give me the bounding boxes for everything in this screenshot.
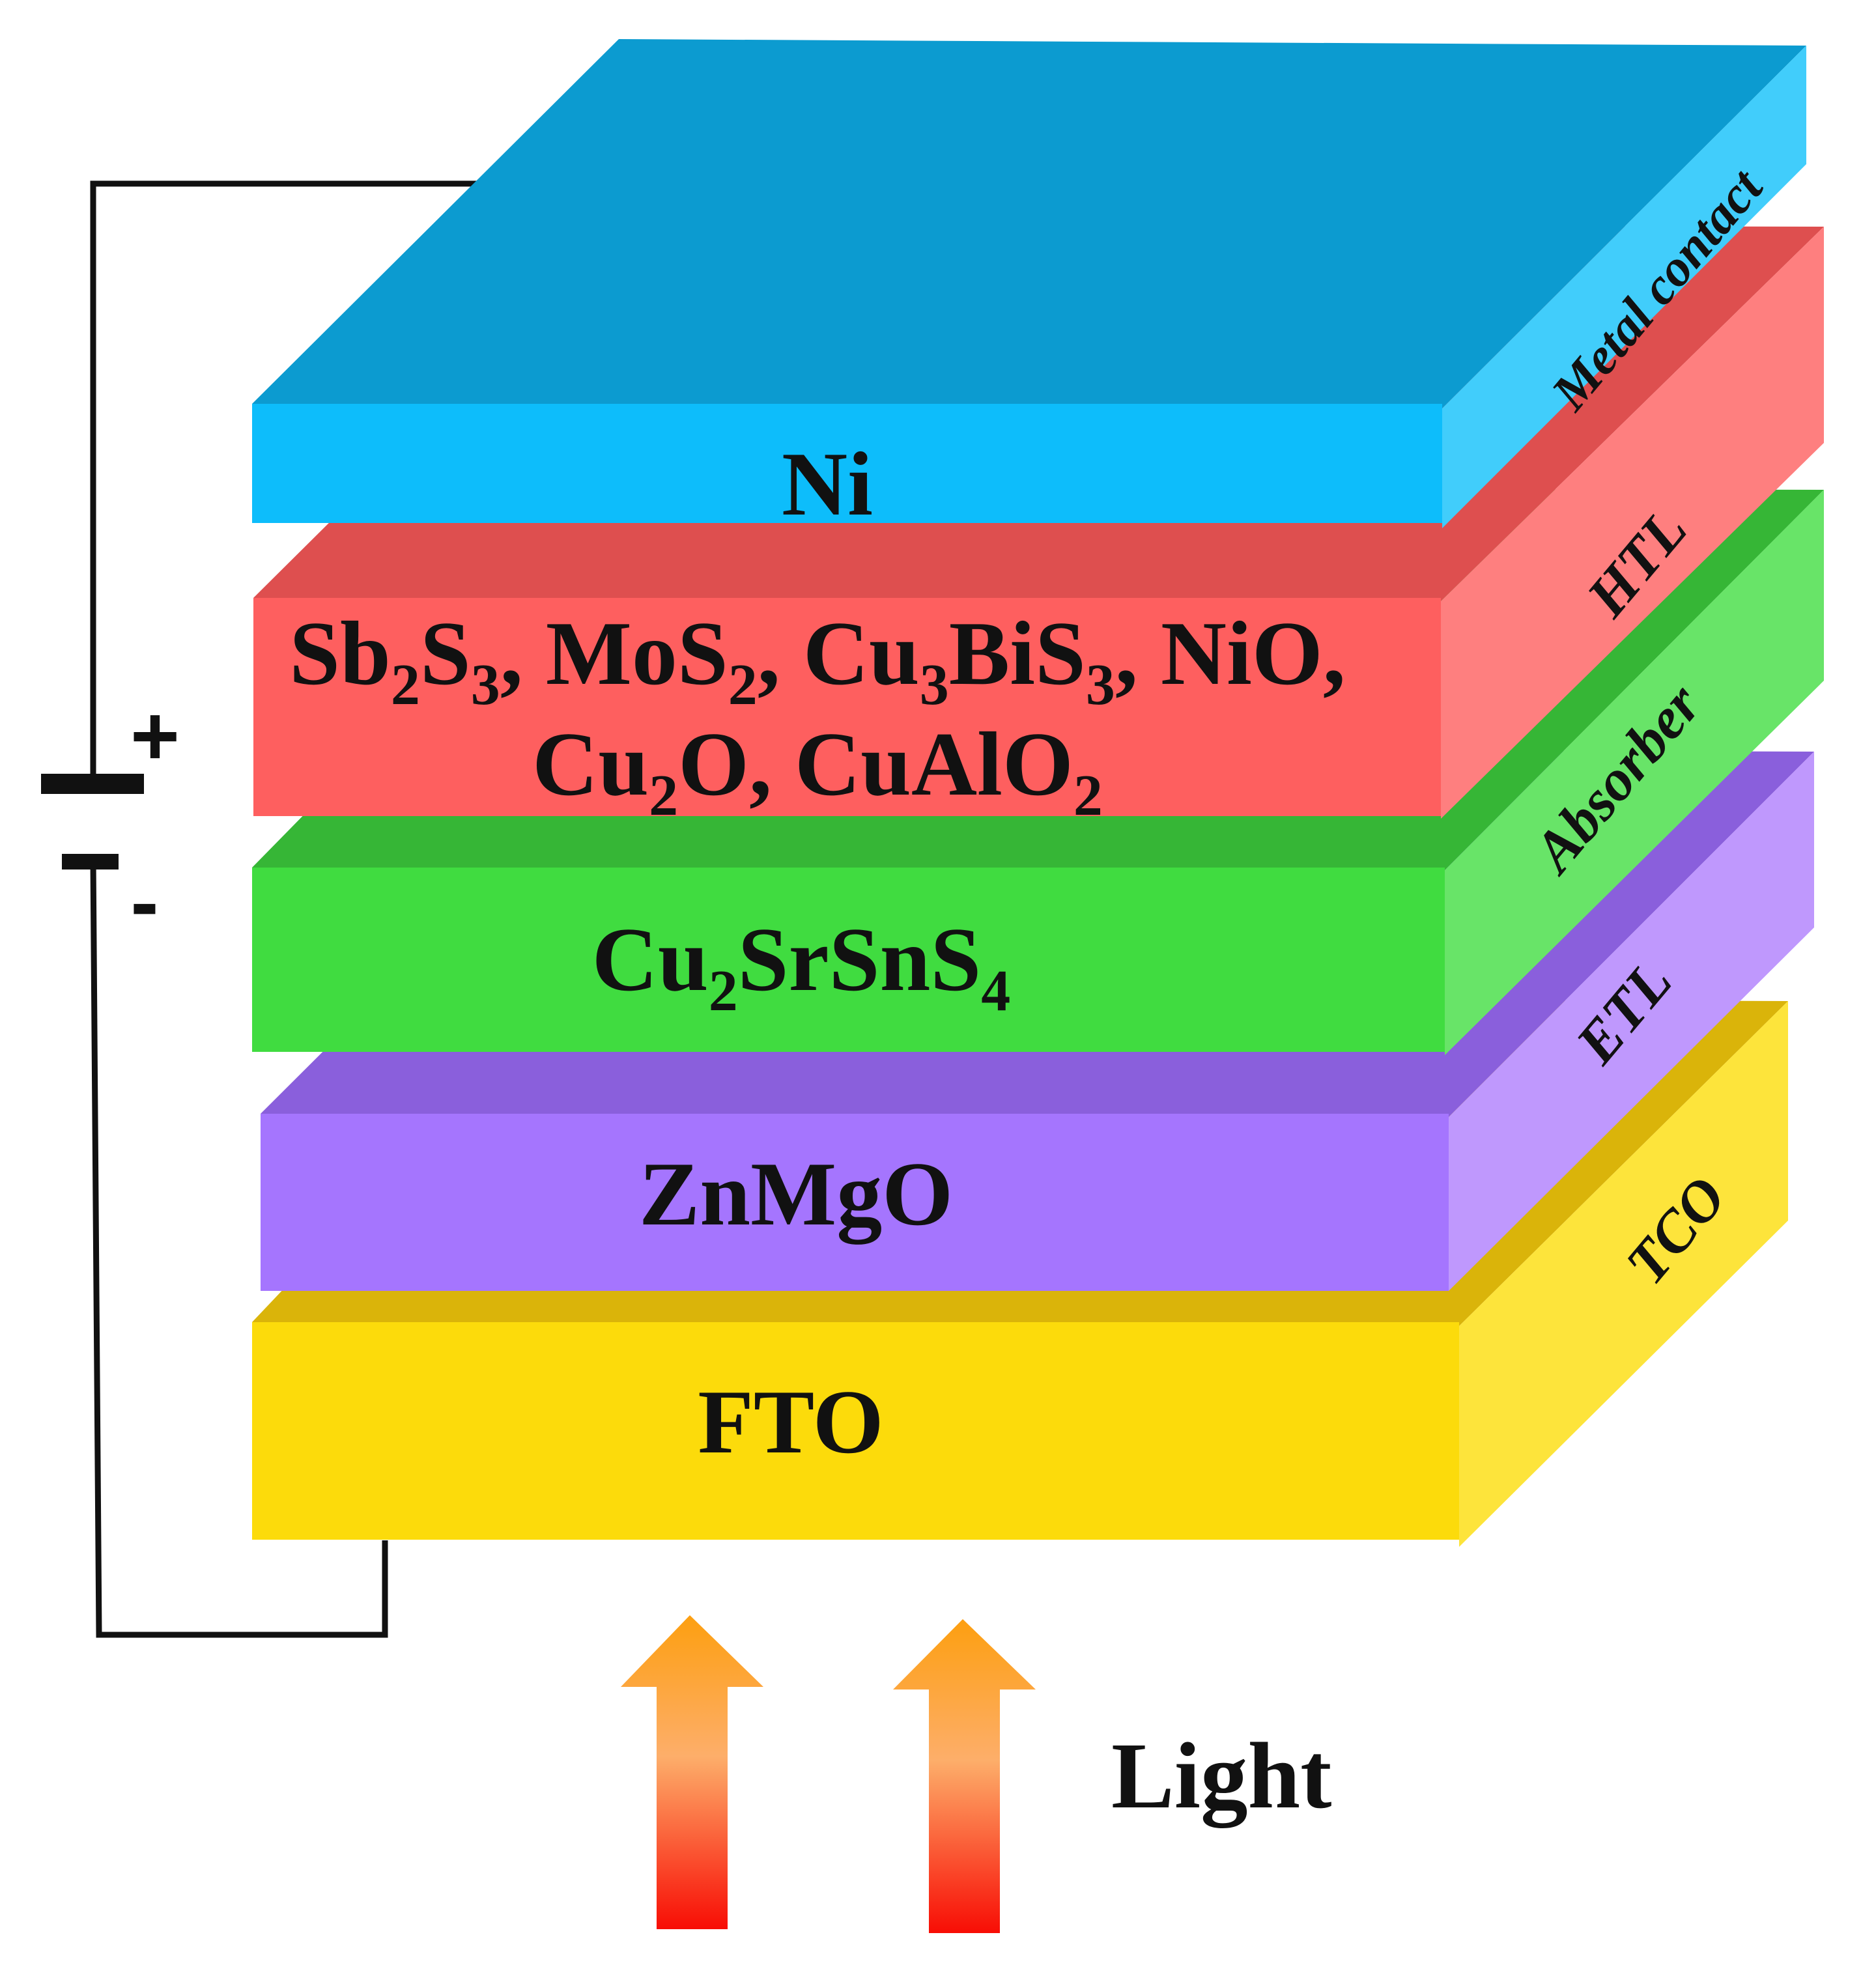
layer-label-line: Sb2S3, MoS2, Cu3BiS3, NiO, — [289, 603, 1346, 717]
layer-metal-contact: Ni Metal contact — [252, 39, 1806, 535]
layer-etl-front — [261, 1114, 1449, 1291]
layer-tco-side — [1459, 1001, 1788, 1547]
layer-absorber-label: Cu2SrSnS4 — [592, 909, 1011, 1023]
light-arrow-right — [893, 1619, 1036, 1933]
layer-etl-side — [1449, 752, 1814, 1291]
light-arrows: Light — [621, 1615, 1331, 1933]
layer-label-line: FTO — [698, 1372, 883, 1473]
layer-tco-label: FTO — [698, 1372, 883, 1473]
layer-metal-contact-top — [252, 39, 1806, 408]
layer-metal-contact-label: Ni — [782, 434, 873, 535]
layer-absorber-front — [252, 868, 1445, 1052]
bottom-wire — [90, 859, 388, 1638]
layer-metal-contact-front — [252, 404, 1442, 523]
layer-absorber-side — [1445, 490, 1824, 1055]
layer-etl-label: ZnMgO — [639, 1144, 953, 1245]
layer-label-line: ZnMgO — [639, 1144, 953, 1245]
light-arrow-left — [621, 1615, 763, 1929]
negative-sign: - — [130, 854, 158, 949]
layer-htl-side — [1441, 227, 1824, 819]
layer-label-line: Ni — [782, 434, 873, 535]
layer-tco-front — [252, 1322, 1459, 1540]
layer-label-line: Cu2O, CuAlO2 — [532, 714, 1103, 828]
positive-sign: + — [130, 688, 180, 783]
layer-htl-front — [253, 598, 1441, 816]
layer-htl-label: Sb2S3, MoS2, Cu3BiS3, NiO,Cu2O, CuAlO2 — [289, 603, 1346, 828]
battery-positive-plate — [41, 774, 144, 794]
battery-negative-plate — [62, 854, 119, 869]
layer-label-line: Cu2SrSnS4 — [592, 909, 1011, 1023]
layer-metal-contact-side — [1442, 46, 1806, 528]
battery-symbol: + - — [41, 688, 180, 949]
light-label: Light — [1111, 1724, 1331, 1828]
